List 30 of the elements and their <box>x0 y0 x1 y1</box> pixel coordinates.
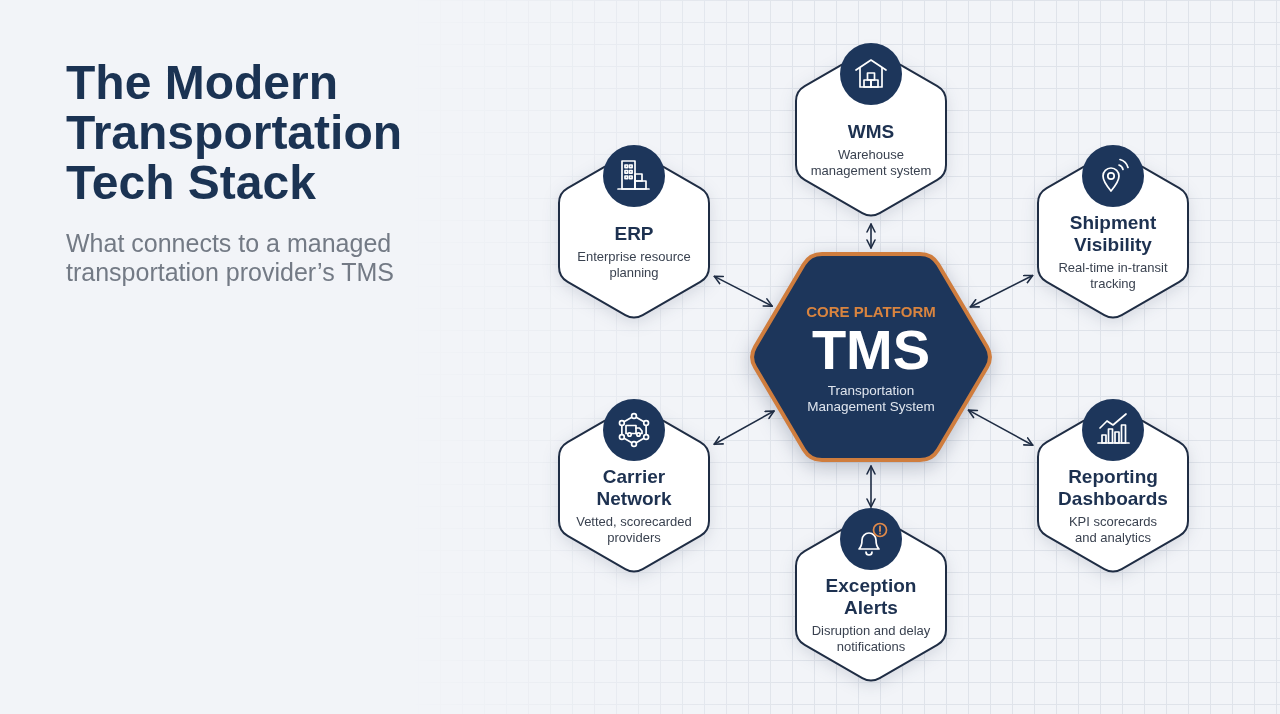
node-description: KPI scorecards and analytics <box>1067 514 1159 546</box>
double-arrow <box>713 275 773 307</box>
hexagon-node <box>1037 145 1189 321</box>
page-title: The Modern Transportation Tech Stack <box>66 58 404 208</box>
node-title: Exception Alerts <box>824 575 918 619</box>
double-arrow <box>713 410 775 446</box>
double-arrow <box>866 223 876 249</box>
node-description: Disruption and delay notifications <box>810 623 932 655</box>
node-description: Real-time in-transit tracking <box>1057 260 1169 292</box>
hexagon-node <box>795 43 947 219</box>
node-description: Warehouse management system <box>809 147 933 179</box>
hexagon-node <box>795 508 947 684</box>
double-arrow <box>969 274 1034 308</box>
node-title: WMS <box>846 121 896 143</box>
double-arrow <box>967 409 1034 447</box>
hexagon-node <box>1037 399 1189 575</box>
subtitle: What connects to a managed transportation provider’s TMS <box>66 229 395 287</box>
node-title: Reporting Dashboards <box>1057 466 1169 510</box>
node-title: ERP <box>613 223 655 245</box>
hexagon-node <box>558 399 710 575</box>
node-title: TMS <box>811 322 931 378</box>
node-title: Carrier Network <box>595 466 673 510</box>
platform-label: CORE PLATFORM <box>806 303 936 321</box>
node-title: Shipment Visibility <box>1068 212 1158 256</box>
node-description: Enterprise resource planning <box>576 249 692 281</box>
double-arrow <box>866 465 876 508</box>
node-description: Transportation Management System <box>806 383 936 415</box>
hexagon-node <box>747 252 995 462</box>
node-description: Vetted, scorecarded providers <box>575 514 693 546</box>
hexagon-node <box>558 145 710 321</box>
